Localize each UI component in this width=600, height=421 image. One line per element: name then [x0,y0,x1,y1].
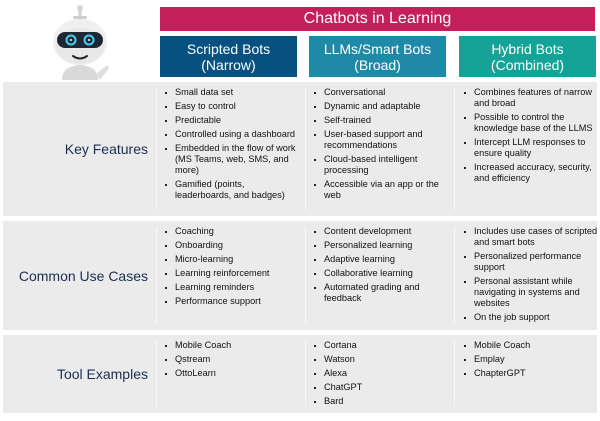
list-item: Conversational [312,87,452,98]
list-item: Alexa [312,368,452,379]
list-item: Predictable [163,115,303,126]
list-item: Collaborative learning [312,268,452,279]
list-item: Accessible via an app or the web [312,179,452,201]
column-header-line2: (Narrow) [201,56,256,73]
list-item: Cloud-based intelligent processing [312,154,452,176]
list-item: Mobile Coach [462,340,598,351]
list-item: Content development [312,226,452,237]
divider [156,341,157,407]
divider [305,88,306,210]
list-item: Performance support [163,296,303,307]
cell-hybrid: Includes use cases of scripted and smart… [462,226,598,326]
list-item: Small data set [163,87,303,98]
list-item: User-based support and recommendations [312,129,452,151]
row-label: Key Features [64,141,148,157]
list-item: Dynamic and adaptable [312,101,452,112]
list-item: Qstream [163,354,303,365]
list-item: Onboarding [163,240,303,251]
list-item: Intercept LLM responses to ensure qualit… [462,137,598,159]
column-header-llm-smart-bots: LLMs/Smart Bots (Broad) [309,36,446,77]
column-header-scripted-bots: Scripted Bots (Narrow) [160,36,297,77]
list-item: On the job support [462,312,598,323]
chart-title: Chatbots in Learning [160,7,595,31]
list-item: OttoLearn [163,368,303,379]
list-item: Self-trained [312,115,452,126]
list-item: Combines features of narrow and broad [462,87,598,109]
list-item: ChatGPT [312,382,452,393]
list-item: Personal assistant while navigating in s… [462,276,598,309]
list-item: Easy to control [163,101,303,112]
robot-icon [53,5,109,80]
divider [156,88,157,210]
divider [305,341,306,407]
row-label: Tool Examples [56,366,148,382]
column-header-line2: (Combined) [490,56,565,73]
list-item: Micro-learning [163,254,303,265]
divider [454,227,455,324]
list-item: Gamified (points, leaderboards, and badg… [163,179,303,201]
list-item: Learning reminders [163,282,303,293]
list-item: Learning reinforcement [163,268,303,279]
list-item: Emplay [462,354,598,365]
list-item: Personalized learning [312,240,452,251]
divider [454,341,455,407]
list-item: Adaptive learning [312,254,452,265]
list-item: Personalized performance support [462,251,598,273]
list-item: Automated grading and feedback [312,282,452,304]
row-label: Common Use Cases [18,267,148,284]
list-item: Increased accuracy, security, and effici… [462,162,598,184]
divider [305,227,306,324]
list-item: Controlled using a dashboard [163,129,303,140]
list-item: Watson [312,354,452,365]
column-header-line2: (Broad) [354,56,401,73]
list-item: Coaching [163,226,303,237]
column-header-line1: LLMs/Smart Bots [323,40,432,57]
bullet-list: Includes use cases of scripted and smart… [462,226,598,323]
divider [454,88,455,210]
column-header-line1: Hybrid Bots [491,40,564,57]
list-item: Cortana [312,340,452,351]
list-item: Possible to control the knowledge base o… [462,112,598,134]
list-item: Includes use cases of scripted and smart… [462,226,598,248]
list-item: Embedded in the flow of work (MS Teams, … [163,143,303,176]
column-header-line1: Scripted Bots [186,40,271,57]
list-item: Mobile Coach [163,340,303,351]
list-item: ChapterGPT [462,368,598,379]
list-item: Bard [312,396,452,407]
divider [156,227,157,324]
column-header-hybrid-bots: Hybrid Bots (Combined) [459,36,596,77]
